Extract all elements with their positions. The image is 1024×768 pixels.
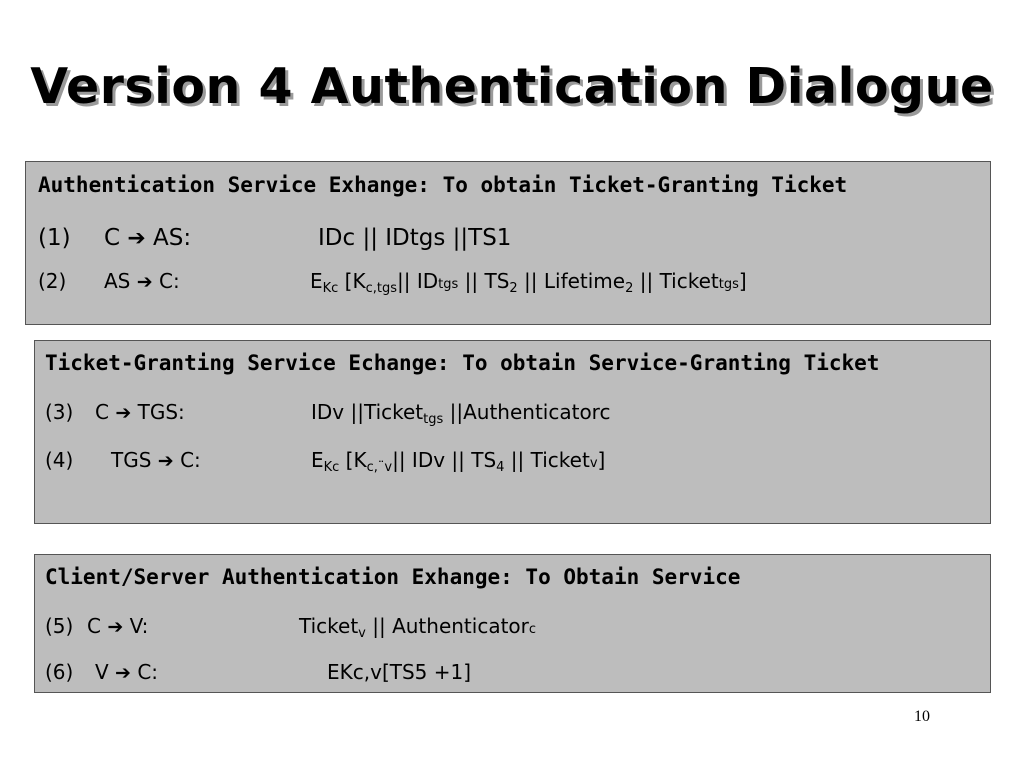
step-4-message: EKc [Kc,¨v|| IDv || TS4 || Ticketv]: [311, 448, 606, 475]
step-2-message: EKc [Kc,tgs|| IDtgs || TS2 || Lifetime2 …: [310, 269, 747, 296]
step-1-to: AS:: [153, 225, 192, 251]
cs-exchange-heading: Client/Server Authentication Exhange: To…: [45, 565, 741, 589]
as-exchange-heading: Authentication Service Exhange: To obtai…: [38, 173, 848, 197]
step-1-from: C: [104, 225, 121, 251]
right-arrow-icon: ➔: [115, 662, 131, 684]
right-arrow-icon: ➔: [107, 616, 124, 638]
tgs-exchange-heading: Ticket-Granting Service Echange: To obta…: [45, 351, 880, 375]
step-1-route: C ➔ AS:: [104, 225, 192, 251]
step-5-route: C ➔ V:: [87, 615, 148, 638]
page-number: 10: [914, 708, 930, 725]
step-3-number: (3): [45, 400, 74, 424]
tgs-exchange-box: Ticket-Granting Service Echange: To obta…: [34, 340, 991, 524]
step-6-message: EKc,v[TS5 +1]: [327, 660, 472, 684]
right-arrow-icon: ➔: [157, 450, 174, 472]
step-6-to: C:: [137, 660, 159, 684]
step-2-from: AS: [104, 269, 131, 293]
step-3-route: C ➔ TGS:: [95, 401, 185, 424]
step-2-to: C:: [159, 269, 180, 293]
step-5-message: Ticketv || Authenticatorc: [299, 614, 537, 641]
as-exchange-box: Authentication Service Exhange: To obtai…: [25, 161, 991, 325]
step-6-number: (6): [45, 660, 74, 684]
step-4-from: TGS: [111, 448, 152, 472]
step-6-route: V ➔ C:: [95, 661, 158, 684]
right-arrow-icon: ➔: [136, 271, 153, 293]
step-1-number: (1): [38, 225, 71, 251]
step-1-message: IDc || IDtgs ||TS1: [318, 225, 512, 251]
step-2-number: (2): [38, 269, 67, 293]
step-3-from: C: [95, 400, 109, 424]
step-6-from: V: [95, 660, 109, 684]
step-2-route: AS ➔ C:: [104, 270, 180, 293]
cs-exchange-box: Client/Server Authentication Exhange: To…: [34, 554, 991, 693]
step-5-to: V:: [129, 614, 149, 638]
step-3-message: IDv ||Tickettgs ||Authenticatorc: [311, 400, 611, 427]
right-arrow-icon: ➔: [115, 402, 132, 424]
step-3-to: TGS:: [137, 400, 185, 424]
slide-title: Version 4 Authentication Dialogue: [30, 58, 994, 115]
step-4-route: TGS ➔ C:: [111, 449, 201, 472]
step-5-number: (5): [45, 614, 74, 638]
step-4-number: (4): [45, 448, 74, 472]
step-5-from: C: [87, 614, 101, 638]
right-arrow-icon: ➔: [127, 226, 146, 251]
step-4-to: C:: [180, 448, 201, 472]
